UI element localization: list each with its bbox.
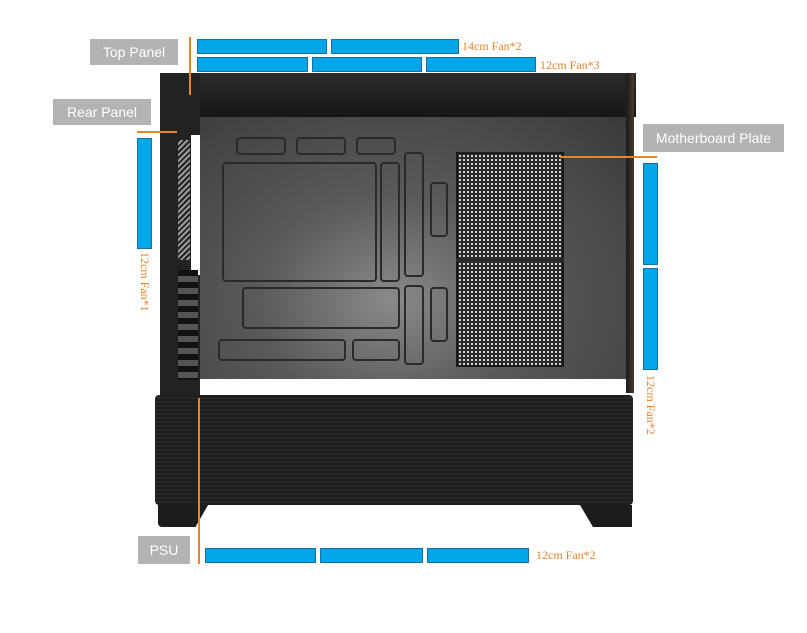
case-foot-right	[580, 505, 632, 527]
bottom-fan-120-3	[427, 548, 529, 563]
rear-panel-label: Rear Panel	[53, 99, 151, 125]
top-fan-140-2	[331, 39, 459, 54]
top-cutout-2	[296, 137, 346, 155]
pci-slots	[178, 270, 198, 380]
rear-fan-text: 12cm Fan*1	[138, 252, 152, 312]
top-cutout-1	[236, 137, 286, 155]
grommet-slot-2	[404, 285, 424, 365]
motherboard-plate-label: Motherboard Plate	[643, 124, 784, 152]
bottom-fan-120-1	[205, 548, 316, 563]
case-foot-left	[158, 505, 208, 527]
top-fan-120-2	[312, 57, 422, 72]
top-fan-140-1	[197, 39, 327, 54]
cpu-cutout	[222, 162, 377, 282]
top-fan-120-text: 12cm Fan*3	[540, 58, 600, 72]
front-fan-text: 12cm Fan*2	[644, 375, 658, 435]
grommet-slot-4	[430, 287, 448, 342]
top-panel-label: Top Panel	[90, 39, 178, 65]
psu-shroud	[155, 395, 633, 505]
case-front-edge	[626, 73, 634, 393]
top-fan-120-3	[426, 57, 536, 72]
bottom-fan-text: 12cm Fan*2	[536, 548, 596, 562]
rear-fan-opening	[191, 135, 200, 275]
lower-cutout	[242, 287, 400, 329]
psu-label: PSU	[138, 536, 190, 564]
rear-vent	[178, 140, 190, 260]
bottom-cutout-left	[218, 339, 346, 361]
front-fan-120-2	[643, 268, 658, 370]
mesh-divider	[456, 258, 564, 262]
top-fan-120-1	[197, 57, 308, 72]
bottom-cutout-right	[352, 339, 400, 361]
case-top-panel	[160, 73, 636, 117]
rear-fan-120	[137, 138, 152, 249]
front-fan-120-1	[643, 163, 658, 265]
psu-leader-line	[198, 398, 200, 564]
cable-slot	[380, 162, 400, 282]
grommet-slot-1	[404, 152, 424, 277]
top-cutout-3	[356, 137, 396, 155]
rear-panel-leader-line	[137, 131, 177, 133]
grommet-slot-3	[430, 182, 448, 237]
bottom-fan-120-2	[320, 548, 423, 563]
top-panel-leader-line	[189, 37, 191, 95]
motherboard-plate-leader-line	[560, 156, 657, 158]
top-fan-140-text: 14cm Fan*2	[462, 39, 522, 53]
